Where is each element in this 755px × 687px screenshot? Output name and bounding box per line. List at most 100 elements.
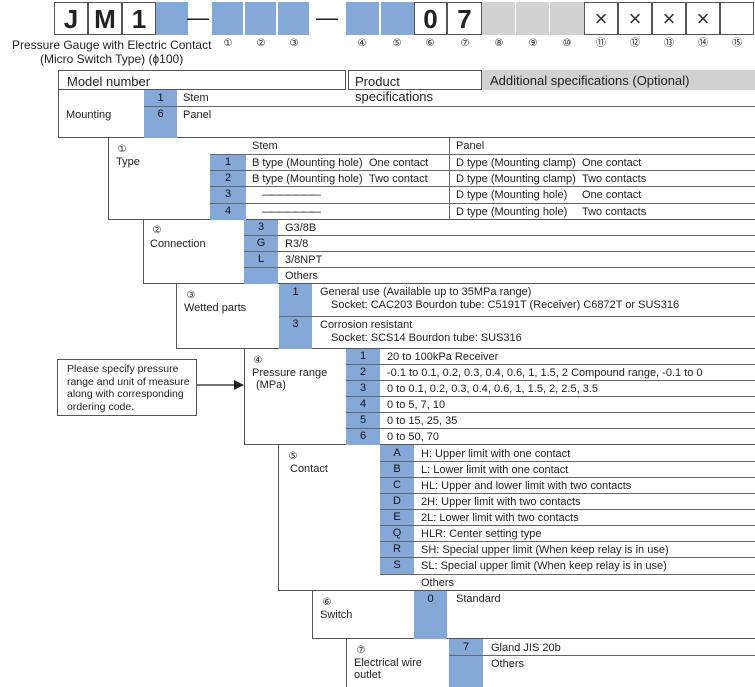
index-1: ①	[223, 38, 233, 49]
wire-code-column	[449, 639, 483, 687]
index-10: ⑩	[562, 38, 572, 49]
optional-box-9	[516, 2, 550, 35]
contact-label: Contact	[290, 463, 328, 475]
x-mark-14: ×	[686, 2, 720, 35]
contact-line-7	[380, 557, 755, 558]
code-box-3	[245, 2, 276, 35]
connection-code-L: L	[257, 253, 265, 265]
type-panel-1: D type (Mounting clamp)	[456, 157, 576, 169]
contact-line-5	[380, 525, 755, 526]
wire-option-7: Gland JIS 20b	[491, 642, 561, 654]
wetted-code-1: 1	[292, 286, 299, 298]
connection-code-column	[244, 220, 278, 284]
switch-code-column	[414, 591, 447, 639]
note-line-3: along with corresponding	[67, 388, 184, 400]
product-title: Pressure Gauge with Electric Contact	[12, 38, 212, 52]
contact-option-Q: HLR: Center setting type	[421, 528, 542, 540]
index-8: ⑧	[494, 38, 504, 49]
empty-box-15	[720, 2, 754, 35]
contact-code-column	[380, 445, 414, 575]
model-char-1: J	[54, 2, 88, 35]
separator-dash-2: —	[316, 5, 338, 30]
model-char-8: 0	[414, 2, 447, 35]
pressure-option-1: 20 to 100kPa Receiver	[387, 351, 499, 363]
type-row-line-2	[210, 186, 755, 187]
mounting-option-1: Stem	[183, 92, 209, 104]
connection-line-3	[244, 267, 755, 268]
note-line-4: ordering code.	[67, 400, 135, 413]
contact-line-4	[380, 509, 755, 510]
index-11: ⑪	[596, 38, 606, 49]
optional-box-8	[482, 2, 516, 35]
x-mark-11: ×	[584, 2, 618, 35]
connection-option-L: 3/8NPT	[285, 254, 323, 266]
code-box-4	[278, 2, 309, 35]
type-stem-3: ———————	[262, 189, 321, 201]
wetted-code-3: 3	[292, 318, 299, 330]
pressure-option-3: 0 to 0.1, 0.2, 0.3, 0.4, 0.6, 1, 1.5, 2,…	[387, 383, 598, 395]
contact-code-Q: Q	[392, 527, 402, 539]
code-box-5	[346, 2, 379, 35]
pressure-note-box: Please specify pressure range and unit o…	[57, 359, 197, 416]
type-num: ①	[117, 144, 127, 155]
type-label: Type	[116, 156, 140, 168]
connection-label: Connection	[150, 238, 206, 250]
wire-num: ⑦	[356, 645, 366, 656]
additional-specifications-header: Additional specifications (Optional)	[482, 70, 755, 90]
pressure-code-2: 2	[359, 366, 367, 378]
switch-label: Switch	[320, 609, 353, 621]
contact-option-A: H: Upper limit with one contact	[421, 448, 571, 460]
wetted-option-1-line1: General use (Available up to 35MPa range…	[320, 286, 532, 298]
contact-section	[278, 445, 755, 591]
type-section	[108, 138, 755, 220]
index-3: ③	[289, 38, 299, 49]
mounting-divider	[144, 106, 755, 107]
model-char-2: M	[88, 2, 122, 35]
wire-label-2: outlet	[354, 669, 381, 681]
contact-option-E: 2L: Lower limit with two contacts	[421, 512, 579, 524]
pressure-code-1: 1	[359, 350, 367, 362]
pressure-section	[244, 349, 755, 445]
pressure-label-1: Pressure range	[252, 367, 328, 379]
mounting-code-column	[144, 90, 177, 138]
type-code-1: 1	[224, 156, 232, 168]
index-15: ⑮	[732, 38, 742, 49]
connection-option-3: G3/8B	[285, 222, 317, 234]
type-head-panel: Panel	[456, 140, 485, 152]
pressure-option-6: 0 to 50, 70	[387, 431, 439, 443]
wire-label-1: Electrical wire	[354, 657, 422, 669]
product-specifications-header: Product specifications	[348, 70, 482, 104]
wire-section	[346, 639, 755, 687]
pressure-code-5: 5	[359, 414, 367, 426]
connection-line-2	[244, 251, 755, 252]
type-panel-contact-4: Two contacts	[582, 206, 647, 218]
switch-code-0: 0	[427, 593, 434, 605]
connection-line-1	[244, 235, 755, 236]
type-panel-contact-3: One contact	[582, 189, 642, 201]
contact-option-C: HL: Upper and lower limit with two conta…	[421, 480, 632, 492]
contact-line-3	[380, 493, 755, 494]
pressure-option-5: 0 to 15, 25, 35	[387, 415, 458, 427]
pressure-line-1	[346, 364, 755, 365]
connection-num: ②	[152, 225, 162, 236]
contact-option-B: L: Lower limit with one contact	[421, 464, 569, 476]
type-panel-3: D type (Mounting hole)	[456, 189, 568, 201]
pressure-num: ④	[253, 355, 263, 366]
index-2: ②	[256, 38, 266, 49]
connection-code-3: 3	[257, 221, 265, 233]
wetted-section	[176, 284, 755, 349]
model-number-header: Model number	[58, 70, 346, 90]
pressure-code-4: 4	[359, 398, 367, 410]
wire-option-others: Others	[491, 658, 525, 670]
pressure-code-6: 6	[359, 430, 367, 442]
index-5: ⑤	[392, 38, 402, 49]
code-box-6	[381, 2, 414, 35]
pressure-code-3: 3	[359, 382, 367, 394]
note-line-1: Please specify pressure	[67, 363, 179, 375]
contact-code-C: C	[393, 479, 401, 491]
type-code-3: 3	[224, 188, 232, 200]
switch-num: ⑥	[322, 597, 332, 608]
wetted-option-3-line2: Socket: SCS14 Bourdon tube: SUS316	[331, 332, 522, 344]
type-panel-contact-1: One contact	[582, 157, 642, 169]
pressure-label-2: (MPa)	[256, 379, 286, 391]
